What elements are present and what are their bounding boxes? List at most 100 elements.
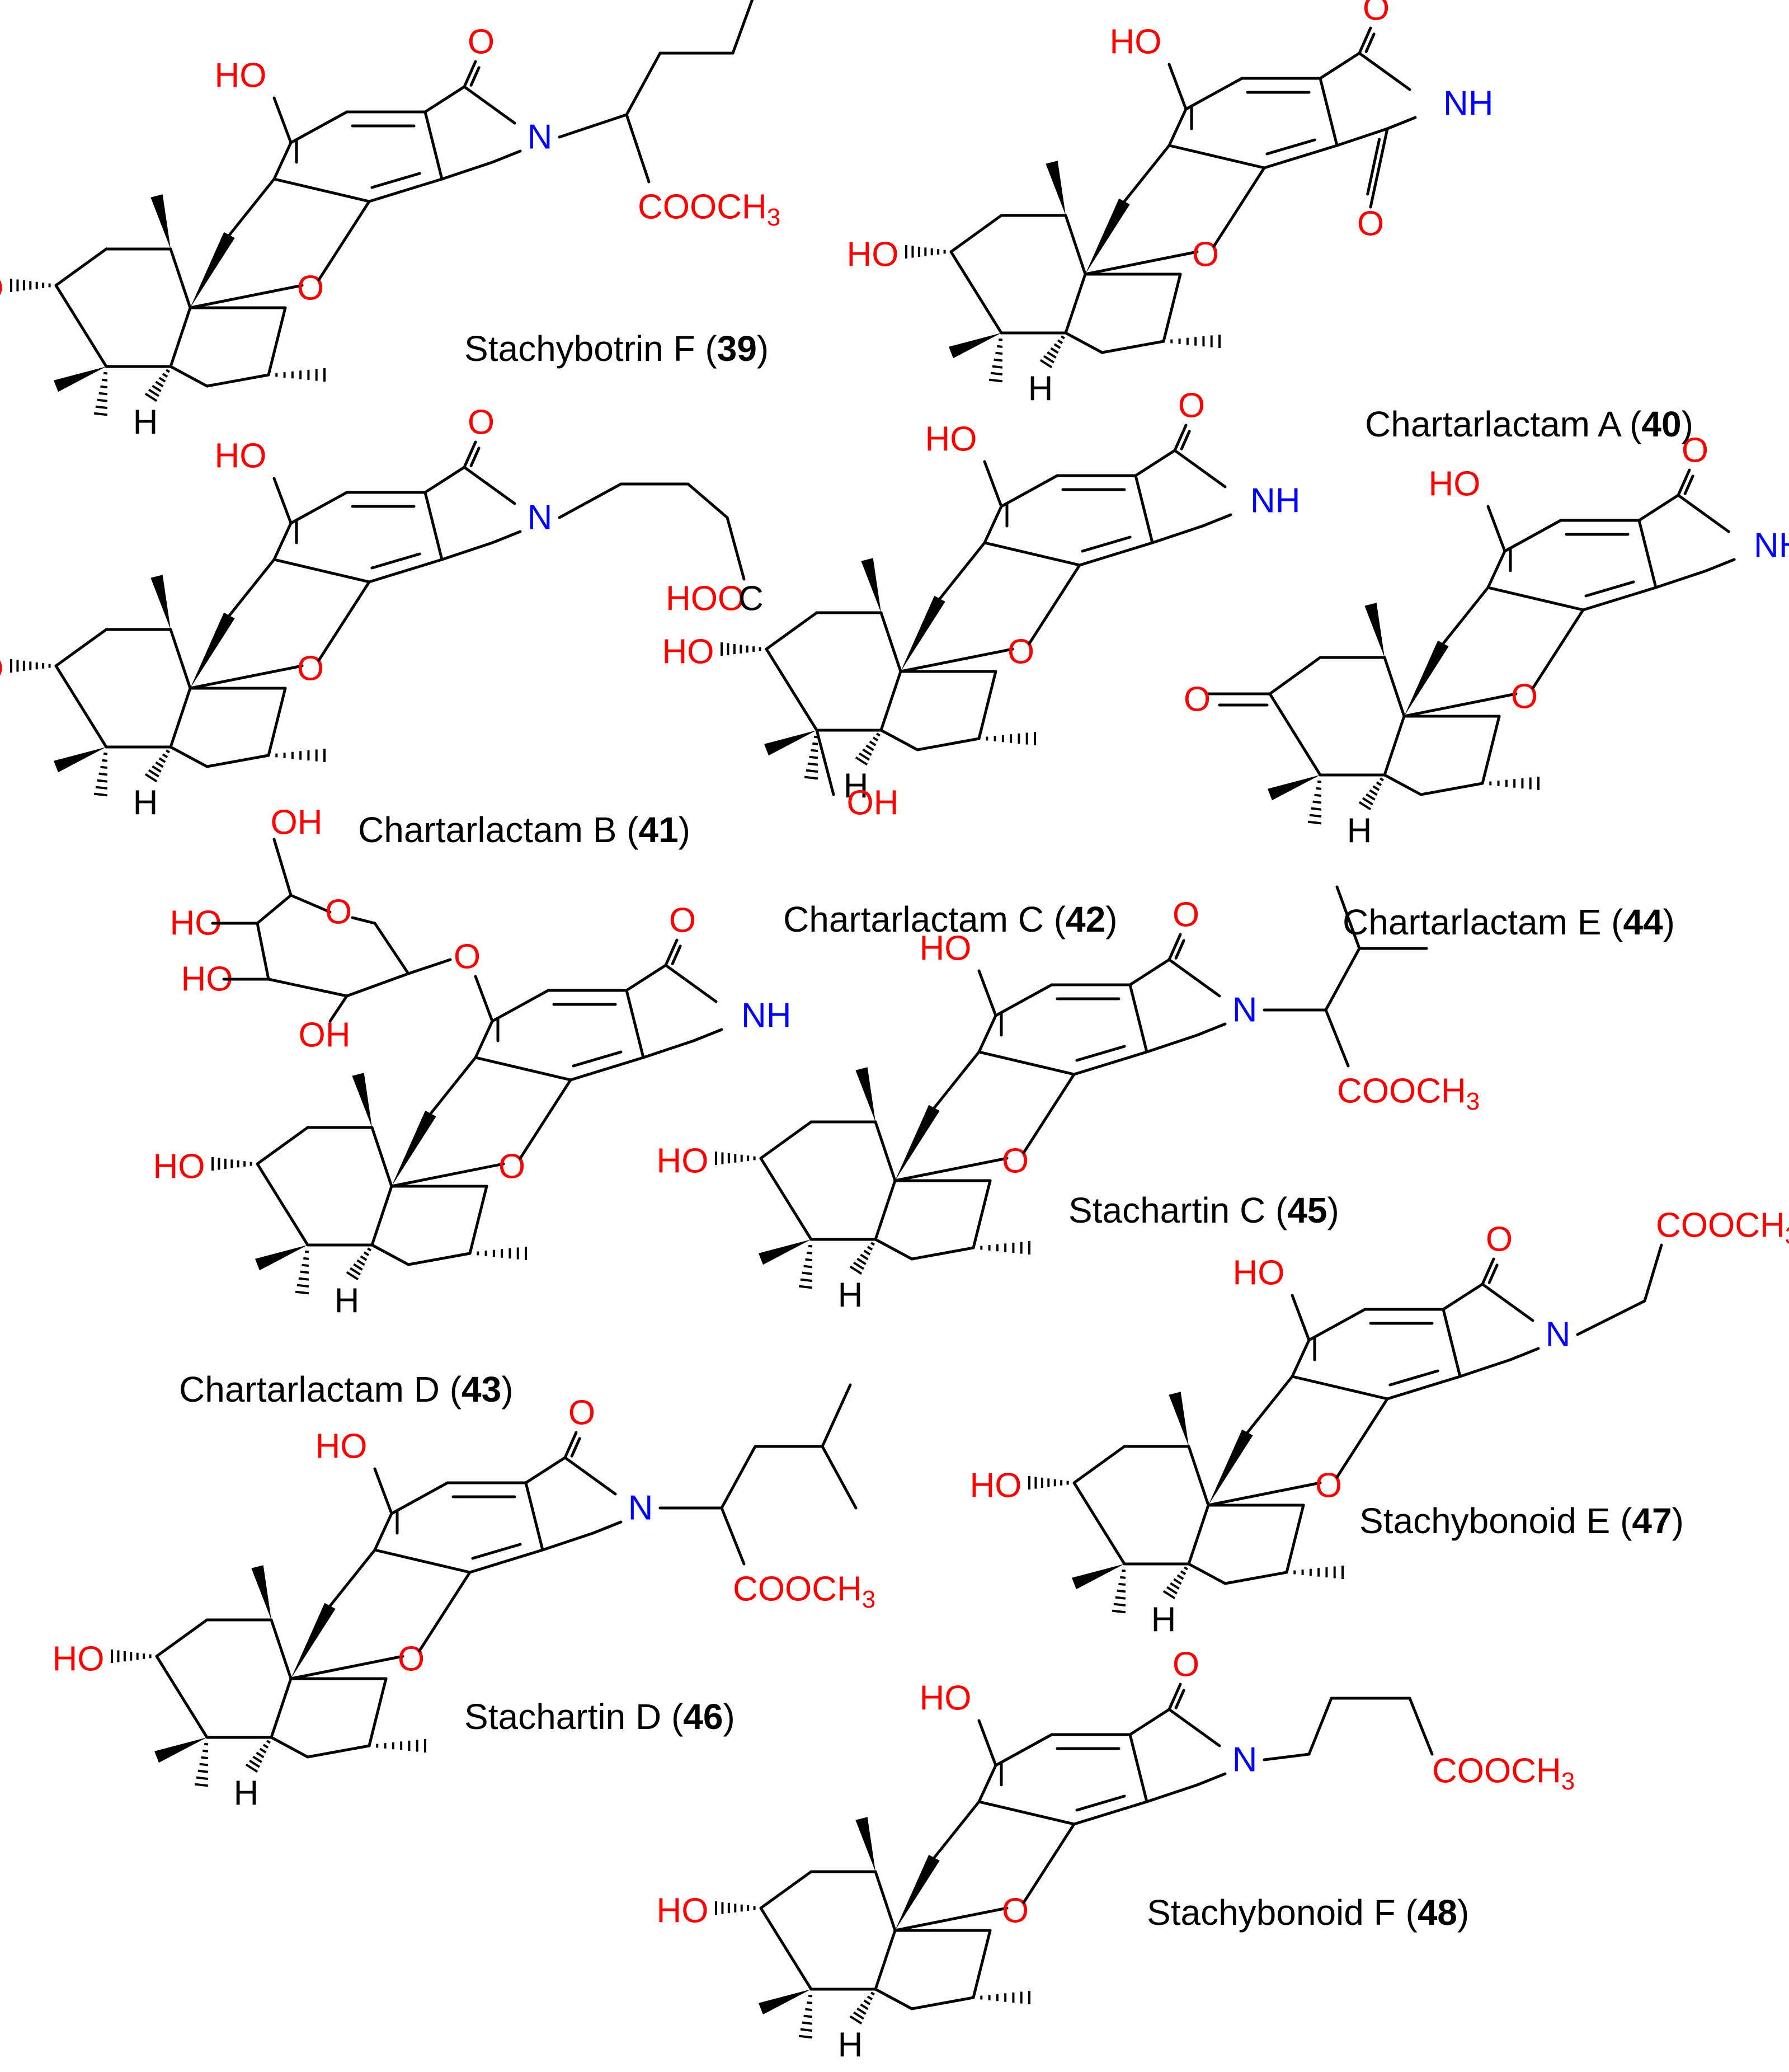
- phenol-hydroxy: HO: [215, 57, 267, 95]
- bond: [1246, 1375, 1294, 1434]
- lactam-o: O: [568, 1394, 595, 1432]
- lactam-carbonyl: [563, 1431, 578, 1459]
- gem-methyl-wedge: [154, 1737, 207, 1763]
- bond: [256, 1162, 309, 1247]
- bond: [272, 96, 293, 144]
- bond: [720, 1445, 757, 1510]
- lactam-nh: NH: [1754, 527, 1789, 565]
- gem-methyl-wedge: [1072, 1564, 1124, 1590]
- bond: [228, 177, 276, 237]
- lactam-nh: NH: [1250, 482, 1301, 520]
- bond: [1637, 494, 1680, 522]
- furan-o: O: [398, 1640, 425, 1679]
- c3-hydroxy: HO: [657, 1892, 709, 1930]
- bond: [1388, 1369, 1439, 1387]
- bond: [1022, 1822, 1076, 1904]
- compound-name: Chartarlactam D (: [179, 1369, 462, 1409]
- bond: [270, 1677, 293, 1739]
- bond: [977, 969, 997, 1017]
- side-chain-hoo: HOO: [666, 580, 745, 618]
- bond: [1637, 519, 1658, 589]
- ring-h-label: H: [1028, 370, 1053, 408]
- bond: [267, 687, 287, 757]
- lactam-carbonyl: [463, 60, 477, 88]
- bond: [720, 1506, 746, 1566]
- bond: [874, 1929, 897, 1991]
- bond: [423, 110, 444, 181]
- bond: [1128, 1708, 1171, 1736]
- bond: [983, 505, 1003, 544]
- gem-methyl-wedge: [1268, 775, 1320, 801]
- bond: [591, 1520, 623, 1535]
- bond: [1481, 715, 1501, 785]
- bond: [1402, 692, 1518, 718]
- bond: [272, 558, 371, 584]
- spiro-wedge: [190, 232, 235, 308]
- bond: [569, 1056, 645, 1082]
- bond: [54, 284, 108, 368]
- bond: [1442, 586, 1490, 645]
- bond: [977, 1764, 997, 1803]
- bond: [1064, 331, 1104, 354]
- bond: [1078, 541, 1154, 567]
- bond: [1075, 1045, 1126, 1062]
- c3-oh-hash: [10, 659, 51, 673]
- bond: [972, 1929, 992, 1999]
- bond: [1167, 107, 1188, 147]
- bond: [189, 284, 304, 309]
- furan-o: O: [1002, 1142, 1029, 1181]
- compound-caption-46: Stachartin D (46): [464, 1697, 735, 1737]
- bond: [879, 670, 902, 732]
- bond: [1584, 580, 1635, 598]
- bond: [1151, 524, 1204, 544]
- ring-h-label: H: [838, 1276, 863, 1315]
- methyl-hash: [477, 1247, 527, 1260]
- bond: [155, 1618, 209, 1658]
- bond: [267, 306, 287, 377]
- bond: [407, 1252, 472, 1266]
- bond: [519, 1078, 572, 1160]
- bond: [821, 1445, 858, 1510]
- lactam-o: O: [468, 23, 495, 62]
- phenol-hydroxy: HO: [920, 929, 972, 968]
- lactam-carbonyl: [1174, 939, 1185, 960]
- spiro-wedge: [190, 612, 235, 688]
- lactam-o: O: [1173, 896, 1199, 934]
- gem-methyl-hash: [295, 1250, 309, 1295]
- compound-name: Stachybotrin F (: [464, 328, 717, 369]
- bond: [1072, 1050, 1148, 1076]
- compound-number: 46: [683, 1697, 723, 1737]
- bond: [572, 1050, 623, 1068]
- spiro-wedge: [392, 1110, 436, 1186]
- bond: [1335, 885, 1361, 950]
- lactam-o: O: [468, 403, 495, 442]
- bond: [272, 141, 293, 181]
- angular-methyl: [150, 575, 171, 629]
- compound-number: 48: [1418, 1892, 1457, 1933]
- bond: [899, 647, 1014, 673]
- bond: [949, 214, 1003, 253]
- furan-o: O: [297, 650, 324, 688]
- angular-methyl: [352, 1073, 372, 1127]
- bond: [1064, 272, 1087, 335]
- bond: [1265, 138, 1316, 156]
- gem-methyl-hash: [194, 1742, 209, 1787]
- bond: [390, 1481, 449, 1515]
- bond: [994, 1733, 1053, 1767]
- bond: [373, 1548, 472, 1574]
- bond: [407, 958, 452, 975]
- c3-oh-hash: [10, 279, 51, 292]
- bond: [558, 113, 628, 139]
- compound-number: 39: [717, 328, 757, 369]
- bond: [1386, 1375, 1462, 1401]
- bond: [1442, 1282, 1484, 1311]
- bond: [731, 0, 754, 55]
- compound-number: 43: [462, 1369, 501, 1409]
- bond: [289, 491, 349, 525]
- bond: [664, 964, 718, 1003]
- bond: [423, 85, 466, 114]
- bond: [972, 1179, 992, 1249]
